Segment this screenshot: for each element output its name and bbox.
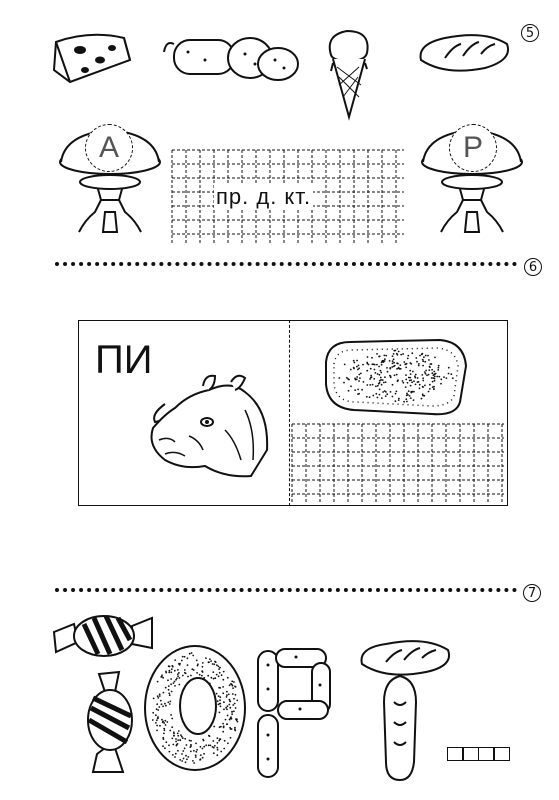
answer-cell[interactable]	[493, 747, 510, 761]
answer-cell[interactable]	[462, 747, 479, 761]
plate-left-letter: А	[99, 131, 119, 165]
plate-right-letter-oval: Р	[449, 124, 497, 172]
syllable-text: ПИ	[95, 338, 153, 383]
bread-picture	[415, 30, 513, 76]
answer-boxes	[448, 746, 510, 765]
ice-cream-picture	[325, 25, 373, 120]
sausage-picture	[160, 30, 300, 82]
task-number-5: 5	[521, 24, 539, 42]
task-6-frame-separator	[289, 320, 290, 506]
word-template: пр. д. кт.	[214, 184, 313, 210]
plate-right-letter: Р	[463, 131, 483, 165]
biscuit-picture	[320, 332, 472, 420]
sausages-picture	[250, 645, 342, 785]
bagel-picture	[140, 640, 250, 775]
plate-left-letter-oval: А	[85, 124, 133, 172]
task-number-7: 7	[523, 584, 541, 602]
section-divider	[55, 588, 517, 592]
answer-cell[interactable]	[478, 747, 495, 761]
rhino-picture	[145, 370, 275, 488]
answer-cell[interactable]	[447, 747, 464, 761]
writing-grid-6	[292, 424, 504, 504]
section-divider	[55, 262, 517, 266]
bread-stem-picture	[380, 672, 420, 784]
cheese-picture	[50, 30, 134, 86]
candy-stem-picture	[75, 668, 141, 776]
task-number-6: 6	[524, 258, 542, 276]
